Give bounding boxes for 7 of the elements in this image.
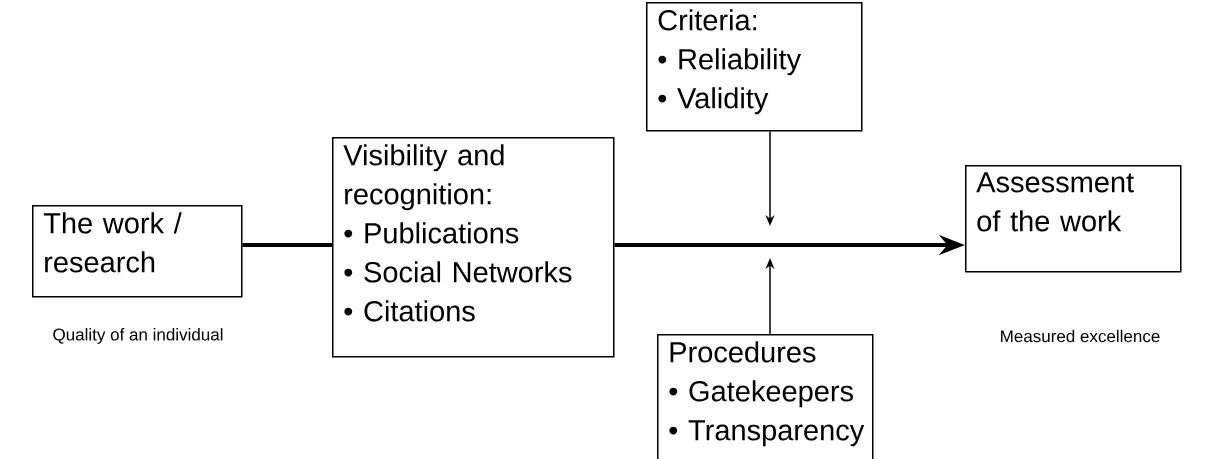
node-label: Quality of an individual: [53, 328, 223, 344]
text-box: The work / research: [32, 205, 243, 298]
text-box: Visibility and recognition: • Publications • Social Networks • Citations: [332, 137, 615, 358]
text-box: Criteria: • Reliability • Validity: [646, 2, 863, 132]
node-label: Measured excellence: [1001, 329, 1160, 343]
text-box: Assessment of the work: [965, 165, 1182, 273]
text-box: Procedures • Gatekeepers • Transparency: [657, 334, 874, 459]
